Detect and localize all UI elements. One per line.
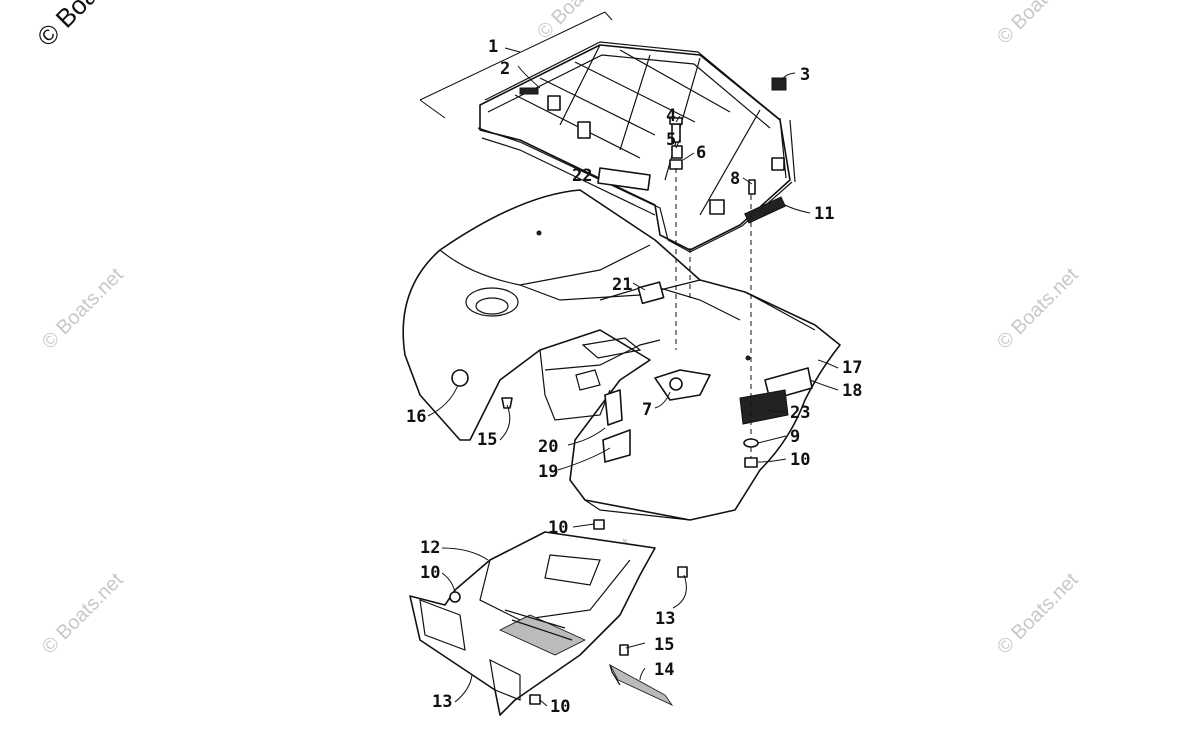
rack-clip xyxy=(519,87,539,95)
watermark: © Boats.net xyxy=(533,0,623,44)
washer xyxy=(743,438,759,448)
nut xyxy=(449,591,461,603)
callout-1: 1 xyxy=(488,37,498,57)
corner-watermark: © Boats xyxy=(31,0,118,52)
rack-mount-bracket xyxy=(577,121,591,139)
grommet-16 xyxy=(451,369,469,387)
callout-15-upper: 15 xyxy=(477,430,497,450)
footrest xyxy=(609,664,674,706)
watermark: © Boats.net xyxy=(993,0,1083,49)
rack-mount-bracket xyxy=(709,199,725,215)
warning-label xyxy=(602,429,631,463)
callout-15-lower: 15 xyxy=(654,635,674,655)
fastener xyxy=(669,377,683,391)
hardware-top xyxy=(669,77,787,224)
callout-10-rear-nut: 10 xyxy=(790,450,810,470)
footwell xyxy=(409,531,656,716)
callout-12: 12 xyxy=(420,538,440,558)
watermark: © Boats.net xyxy=(38,264,128,354)
callout-3: 3 xyxy=(800,65,810,85)
callout-10-center-nut: 10 xyxy=(548,518,568,538)
callout-14: 14 xyxy=(654,660,674,680)
callout-9: 9 xyxy=(790,427,800,447)
screw xyxy=(748,179,756,195)
callout-16: 16 xyxy=(406,407,426,427)
callout-7: 7 xyxy=(642,400,652,420)
decal-strip xyxy=(597,167,651,191)
watermark: © Boats.net xyxy=(38,569,128,659)
nut xyxy=(529,694,541,705)
callout-2: 2 xyxy=(500,59,510,79)
callout-11: 11 xyxy=(814,204,834,224)
rack-bracket-line xyxy=(419,11,613,119)
reflector-lens xyxy=(739,389,789,425)
assembly-line xyxy=(675,168,752,460)
callout-23: 23 xyxy=(790,403,810,423)
callout-4: 4 xyxy=(666,106,676,126)
nut xyxy=(593,519,605,530)
nut xyxy=(744,457,758,468)
rear-fender xyxy=(402,189,841,521)
watermark: © Boats.net xyxy=(993,264,1083,354)
tab-bracket xyxy=(604,389,623,426)
push-rivet xyxy=(501,397,513,409)
bolt xyxy=(619,644,629,656)
leader-lines xyxy=(427,47,839,707)
bolt xyxy=(677,566,688,578)
cap-plug xyxy=(771,77,787,91)
callout-20: 20 xyxy=(538,437,558,457)
callout-6: 6 xyxy=(696,143,706,163)
rack-mount-bracket xyxy=(547,95,561,111)
callout-10-bottom-nut: 10 xyxy=(550,697,570,717)
mount-hole xyxy=(745,355,751,361)
watermark: © Boats.net xyxy=(993,569,1083,659)
callout-labels: 1 2 3 4 5 6 7 8 9 10 10 10 10 11 12 13 1… xyxy=(406,37,862,717)
callout-18: 18 xyxy=(842,381,862,401)
rack-mount-bracket xyxy=(771,157,785,171)
callout-19: 19 xyxy=(538,462,558,482)
grommet xyxy=(669,159,683,170)
rear-rack xyxy=(477,41,796,253)
callout-8: 8 xyxy=(730,169,740,189)
mount-hole xyxy=(536,230,542,236)
bolt-head xyxy=(669,117,683,125)
callout-13-right: 13 xyxy=(655,609,675,629)
callout-13-left: 13 xyxy=(432,692,452,712)
callout-22: 22 xyxy=(572,166,592,186)
callout-21: 21 xyxy=(612,275,632,295)
callout-17: 17 xyxy=(842,358,862,378)
callout-10-left-nut: 10 xyxy=(420,563,440,583)
callout-5: 5 xyxy=(666,130,676,150)
rack-decal-plate xyxy=(744,196,786,224)
label-21 xyxy=(637,281,665,305)
